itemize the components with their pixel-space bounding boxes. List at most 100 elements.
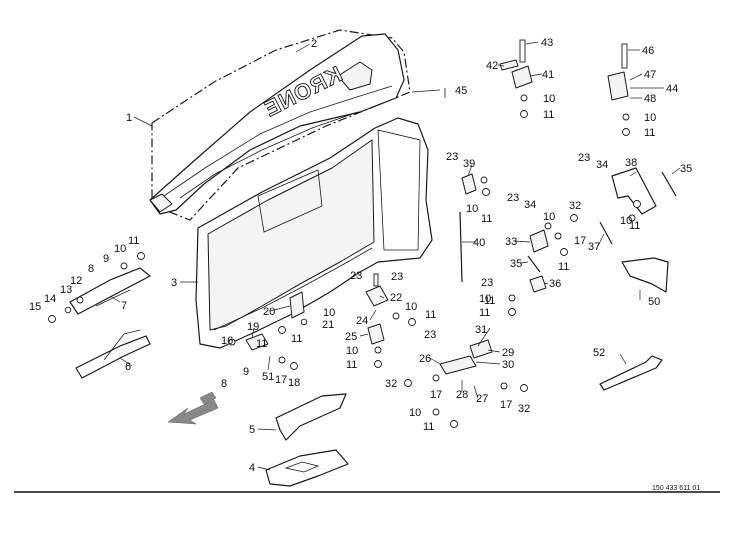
label-36: 36 bbox=[549, 278, 561, 290]
spring-35a bbox=[527, 255, 541, 273]
spring-37 bbox=[599, 221, 613, 245]
label-39: 39 bbox=[463, 158, 475, 170]
label-23g: 23 bbox=[424, 329, 436, 341]
label-10k: 10 bbox=[409, 407, 421, 419]
side-panel-rail bbox=[213, 247, 373, 331]
rod-40 bbox=[459, 211, 463, 283]
washer-10e bbox=[392, 312, 400, 320]
label-9b: 9 bbox=[243, 366, 249, 378]
bracket-7 bbox=[69, 267, 151, 315]
label-32b: 32 bbox=[518, 403, 530, 415]
label-38: 38 bbox=[625, 157, 637, 169]
label-17d: 17 bbox=[574, 235, 586, 247]
label-11k: 11 bbox=[423, 421, 434, 433]
label-11c: 11 bbox=[644, 127, 655, 139]
label-11e: 11 bbox=[629, 220, 640, 232]
bolt-43 bbox=[519, 39, 526, 63]
label-30: 30 bbox=[502, 359, 514, 371]
label-11l: 11 bbox=[256, 338, 267, 350]
spring-35b bbox=[661, 171, 677, 197]
label-11b: 11 bbox=[543, 109, 554, 121]
washer-10h bbox=[432, 408, 440, 416]
label-23b: 23 bbox=[391, 271, 403, 283]
label-46: 46 bbox=[642, 45, 654, 57]
label-52: 52 bbox=[593, 347, 605, 359]
label-11g: 11 bbox=[479, 307, 490, 319]
nut-32a bbox=[570, 214, 578, 222]
hood-lamp-recess bbox=[149, 193, 173, 213]
hardware-set bbox=[48, 94, 641, 428]
label-50: 50 bbox=[648, 296, 660, 308]
label-11i: 11 bbox=[291, 333, 302, 345]
label-5: 5 bbox=[249, 424, 255, 436]
bolt-46 bbox=[621, 43, 628, 69]
clamp-41 bbox=[511, 65, 533, 89]
bracket-50 bbox=[621, 257, 669, 293]
label-17b: 17 bbox=[430, 389, 442, 401]
nut-32c bbox=[520, 384, 528, 392]
label-20: 20 bbox=[263, 306, 275, 318]
latch-26 bbox=[439, 355, 477, 375]
hinge-25 bbox=[367, 323, 385, 345]
nut-11i bbox=[374, 360, 382, 368]
washer-10f bbox=[300, 318, 308, 326]
label-15: 15 bbox=[29, 301, 41, 313]
hinge-20 bbox=[289, 291, 305, 319]
label-22: 22 bbox=[390, 292, 402, 304]
nut-15 bbox=[48, 315, 56, 323]
washer-10d bbox=[508, 294, 516, 302]
hinge-19 bbox=[245, 333, 269, 351]
nut-11e bbox=[633, 200, 641, 208]
washer-17c bbox=[500, 382, 508, 390]
nut-11k bbox=[560, 248, 568, 256]
label-10a: 10 bbox=[114, 243, 126, 255]
washer-10g bbox=[374, 346, 382, 354]
label-10e: 10 bbox=[543, 211, 555, 223]
label-23f: 23 bbox=[481, 277, 493, 289]
washer-10c bbox=[622, 113, 630, 121]
label-29: 29 bbox=[502, 347, 514, 359]
nut-11b bbox=[520, 110, 528, 118]
label-34b: 34 bbox=[596, 159, 608, 171]
bolt-16 bbox=[228, 338, 236, 346]
label-1: 1 bbox=[126, 112, 132, 124]
label-34a: 34 bbox=[524, 199, 536, 211]
label-45: 45 bbox=[455, 85, 467, 97]
nut-11f bbox=[508, 308, 516, 316]
label-6: 6 bbox=[125, 361, 131, 373]
label-42: 42 bbox=[486, 60, 498, 72]
side-panel-flange bbox=[377, 129, 421, 251]
bracket-39 bbox=[461, 173, 477, 195]
label-12: 12 bbox=[70, 275, 82, 287]
label-43: 43 bbox=[541, 37, 553, 49]
label-4: 4 bbox=[249, 462, 255, 474]
label-17a: 17 bbox=[275, 374, 287, 386]
label-7: 7 bbox=[121, 300, 127, 312]
label-10g: 10 bbox=[479, 293, 491, 305]
label-41: 41 bbox=[542, 69, 554, 81]
label-37: 37 bbox=[588, 241, 600, 253]
label-9a: 9 bbox=[103, 253, 109, 265]
label-11m: 11 bbox=[484, 295, 495, 307]
label-2: 2 bbox=[311, 38, 317, 50]
washer-10b bbox=[520, 94, 528, 102]
label-23e: 23 bbox=[578, 152, 590, 164]
support-arm-5 bbox=[275, 393, 347, 441]
direction-arrow bbox=[167, 399, 219, 425]
label-32c: 32 bbox=[569, 200, 581, 212]
label-32a: 32 bbox=[385, 378, 397, 390]
leader-lines bbox=[109, 41, 681, 471]
bracket-38 bbox=[611, 167, 657, 215]
label-10j: 10 bbox=[346, 345, 358, 357]
hood-cover-edge bbox=[157, 85, 393, 201]
label-10d: 10 bbox=[466, 203, 478, 215]
nut-18 bbox=[290, 362, 298, 370]
hood-handle-recess bbox=[337, 61, 373, 91]
label-27: 27 bbox=[476, 393, 488, 405]
label-40: 40 bbox=[473, 237, 485, 249]
label-35a: 35 bbox=[510, 258, 522, 270]
washer-13 bbox=[76, 296, 84, 304]
washer-10k bbox=[480, 176, 488, 184]
label-33: 33 bbox=[505, 236, 517, 248]
